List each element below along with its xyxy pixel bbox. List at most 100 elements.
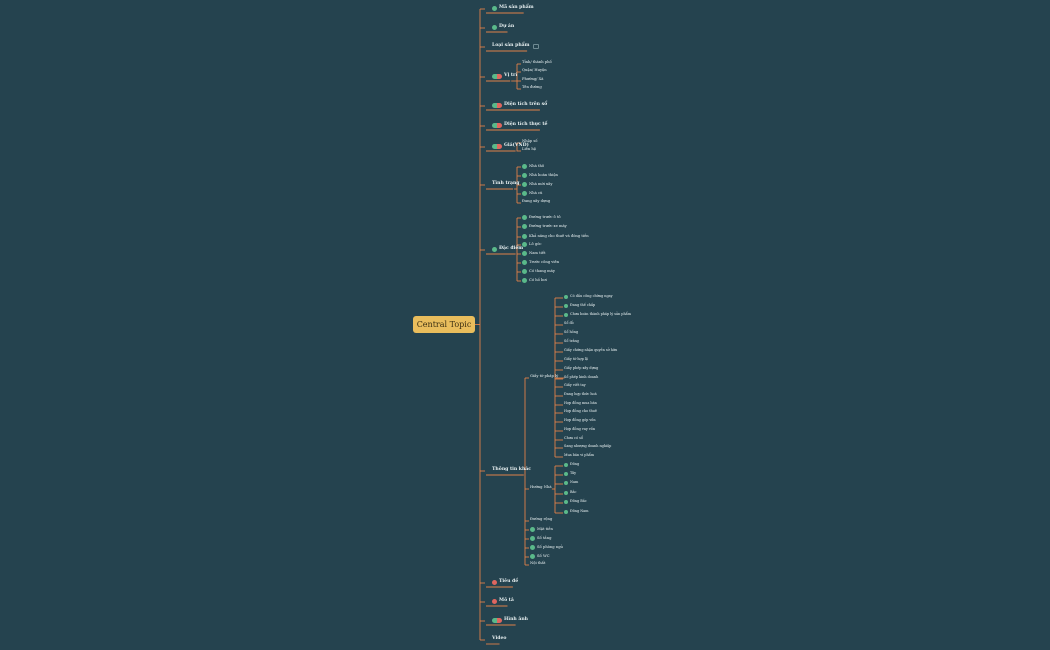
node-label: Chưa có sổ — [564, 436, 583, 440]
node-label: Video — [492, 636, 507, 641]
topic-mo-ta[interactable]: Mô tả — [492, 599, 514, 604]
topic-dien-tich-tren-so[interactable]: Diện tích trên sổ — [492, 103, 547, 108]
topic-tieu-de[interactable]: Tiêu đề — [492, 580, 518, 585]
subtopic-nha-moi-xay[interactable]: Nhà mới xây — [522, 182, 552, 187]
detail-so-hong[interactable]: Sổ hồng — [564, 330, 578, 334]
topic-dac-diem[interactable]: Đặc điểm — [492, 247, 523, 252]
topic-hinh-anh[interactable]: Hình ảnh — [492, 618, 528, 623]
detail-giay-chung-nhan-quyen-so-huu[interactable]: Giấy chứng nhận quyền sở hữu — [564, 348, 618, 352]
subtopic-quan-huyen[interactable]: Quận/ Huyện — [522, 68, 547, 73]
topic-du-an[interactable]: Dự án — [492, 25, 514, 30]
subtopic-tinh-thanh-pho[interactable]: Tỉnh/ thành phố — [522, 60, 552, 65]
check-marker-icon — [492, 247, 497, 252]
subtopic-truoc-cong-vien[interactable]: Trước công viên — [522, 260, 559, 265]
subtopic-lo-goc[interactable]: Lô góc — [522, 242, 542, 247]
detail-hop-dong-gop-von[interactable]: Hợp đồng góp vốn — [564, 418, 596, 422]
detail-hop-dong-cho-thue[interactable]: Hợp đồng cho thuê — [564, 409, 597, 413]
node-label: Mua bán vi phẩm — [564, 453, 594, 457]
subtopic-huong-nha[interactable]: Hướng Nhà — [530, 485, 552, 490]
node-label: Mô tả — [499, 598, 514, 604]
node-label: Loại sản phẩm — [492, 43, 530, 49]
subtopic-nha-cu[interactable]: Nhà cũ — [522, 191, 542, 196]
subtopic-nha-hoan-thien[interactable]: Nhà hoàn thiện — [522, 173, 558, 178]
check-marker-icon — [564, 304, 568, 308]
check-marker-icon — [530, 536, 535, 541]
node-label: Nhà thô — [529, 163, 545, 168]
topic-tinh-trang[interactable]: Tình trạng — [492, 181, 520, 187]
check-marker-icon — [564, 463, 568, 467]
node-label: Nội thất — [530, 561, 546, 565]
topic-video[interactable]: Video — [492, 636, 507, 642]
node-label: Giấy phép xây dựng — [564, 366, 599, 370]
node-label: Số WC — [537, 553, 550, 558]
subtopic-nam-tiet[interactable]: Nam tiết — [522, 251, 546, 256]
subtopic-nhap-so[interactable]: Nhập số — [522, 139, 538, 144]
check-marker-icon — [564, 491, 568, 495]
central-topic[interactable]: Central Topic — [413, 316, 475, 333]
detail-sang-nhuong-doanh-nghiep[interactable]: Sang nhượng doanh nghiệp — [564, 444, 611, 448]
node-label: Giấy tờ hợp lệ — [564, 357, 588, 361]
detail-bac[interactable]: Bắc — [564, 490, 576, 495]
node-label: Có dấu công chứng ngay — [570, 294, 613, 299]
subtopic-so-wc[interactable]: Số WC — [530, 554, 550, 559]
node-label: Giấy chứng nhận quyền sở hữu — [564, 348, 618, 352]
topic-dien-tich-thuc-te[interactable]: Diện tích thực tế — [492, 123, 547, 128]
subtopic-co-thang-may[interactable]: Có thang máy — [522, 269, 555, 274]
node-label: Hướng Nhà — [530, 485, 552, 489]
subtopic-mat-tien[interactable]: Mặt tiền — [530, 527, 553, 532]
check-marker-icon — [522, 191, 527, 196]
detail-co-dau-cong-chung-ngay[interactable]: Có dấu công chứng ngay — [564, 294, 613, 299]
detail-dong[interactable]: Đông — [564, 462, 579, 467]
topic-thong-tin-khac[interactable]: Thông tin khác — [492, 467, 531, 473]
detail-giay-viet-tay[interactable]: Giấy viết tay — [564, 383, 586, 387]
detail-dang-hop-thuc-hoa[interactable]: Đang hợp thức hoá — [564, 392, 597, 396]
node-label: Nhà mới xây — [529, 181, 553, 186]
subtopic-nha-tho[interactable]: Nhà thô — [522, 164, 544, 169]
subtopic-duong-rong[interactable]: Đường rộng — [530, 517, 552, 522]
node-label: Phường/ Xã — [522, 77, 544, 81]
detail-hop-dong-vay-von[interactable]: Hợp đồng vay vốn — [564, 427, 595, 431]
detail-so-trang[interactable]: Sổ trắng — [564, 339, 579, 343]
subtopic-noi-that[interactable]: Nội thất — [530, 561, 546, 566]
topic-gia-vnd[interactable]: Giá(VND) — [492, 144, 529, 149]
node-label: Tây — [570, 471, 577, 476]
subtopic-duong-truoc-xe-may[interactable]: Đường trước xe máy — [522, 224, 567, 229]
detail-hop-dong-mua-ban[interactable]: Hợp đồng mua bán — [564, 401, 597, 405]
node-label: Trước công viên — [529, 259, 560, 264]
detail-giay-phep-xay-dung[interactable]: Giấy phép xây dựng — [564, 366, 599, 370]
detail-chua-hoan-thanh-phap-ly-san-pham[interactable]: Chưa hoàn thành pháp lý sản phẩm — [564, 312, 631, 317]
node-label: Đường trước xe máy — [529, 223, 567, 228]
check-marker-icon — [530, 554, 535, 559]
check-cross-marker-icon — [492, 123, 502, 128]
node-label: Sổ đỏ — [564, 321, 574, 325]
detail-tay[interactable]: Tây — [564, 471, 577, 476]
subtopic-kha-nang-cho-thue-va-dong-tien[interactable]: Khả năng cho thuê và đóng tiền — [522, 234, 589, 239]
detail-so-do[interactable]: Sổ đỏ — [564, 321, 574, 325]
subtopic-duong-truoc-o-to[interactable]: Đường trước ô tô — [522, 215, 561, 220]
subtopic-dang-xay-dung[interactable]: Đang xây dựng — [522, 199, 550, 204]
detail-so-phep-kinh-doanh[interactable]: Sổ phép kinh doanh — [564, 375, 598, 379]
detail-dong-bac[interactable]: Đông Bắc — [564, 499, 587, 504]
subtopic-giay-to-phap-ly[interactable]: Giấy tờ pháp lý — [530, 374, 558, 379]
detail-chua-co-so[interactable]: Chưa có sổ — [564, 436, 583, 440]
subtopic-so-phong-ngu[interactable]: Số phòng ngủ — [530, 545, 563, 550]
subtopic-ten-duong[interactable]: Tên đường — [522, 85, 542, 90]
detail-giay-to-hop-le[interactable]: Giấy tờ hợp lệ — [564, 357, 588, 361]
node-label: Nhà cũ — [529, 190, 543, 195]
topic-ma-san-pham[interactable]: Mã sản phẩm — [492, 6, 534, 11]
subtopic-phuong-xa[interactable]: Phường/ Xã — [522, 77, 544, 82]
detail-dang-the-chap[interactable]: Đang thế chấp — [564, 303, 595, 308]
subtopic-so-tang[interactable]: Số tầng — [530, 536, 551, 541]
detail-nam[interactable]: Nam — [564, 480, 578, 485]
detail-dong-nam[interactable]: Đông Nam — [564, 509, 588, 514]
node-label: Diện tích trên sổ — [504, 102, 548, 108]
topic-vi-tri[interactable]: Vị trí — [492, 74, 517, 79]
subtopic-co-ho-boi[interactable]: Có hồ bơi — [522, 278, 547, 283]
topic-loai-san-pham[interactable]: Loại sản phẩm — [492, 44, 539, 49]
node-label: Nhập số — [522, 139, 538, 143]
detail-mua-ban-vi-pham[interactable]: Mua bán vi phẩm — [564, 453, 594, 457]
check-marker-icon — [522, 215, 527, 220]
subtopic-lien-he[interactable]: Liên hệ — [522, 147, 536, 152]
